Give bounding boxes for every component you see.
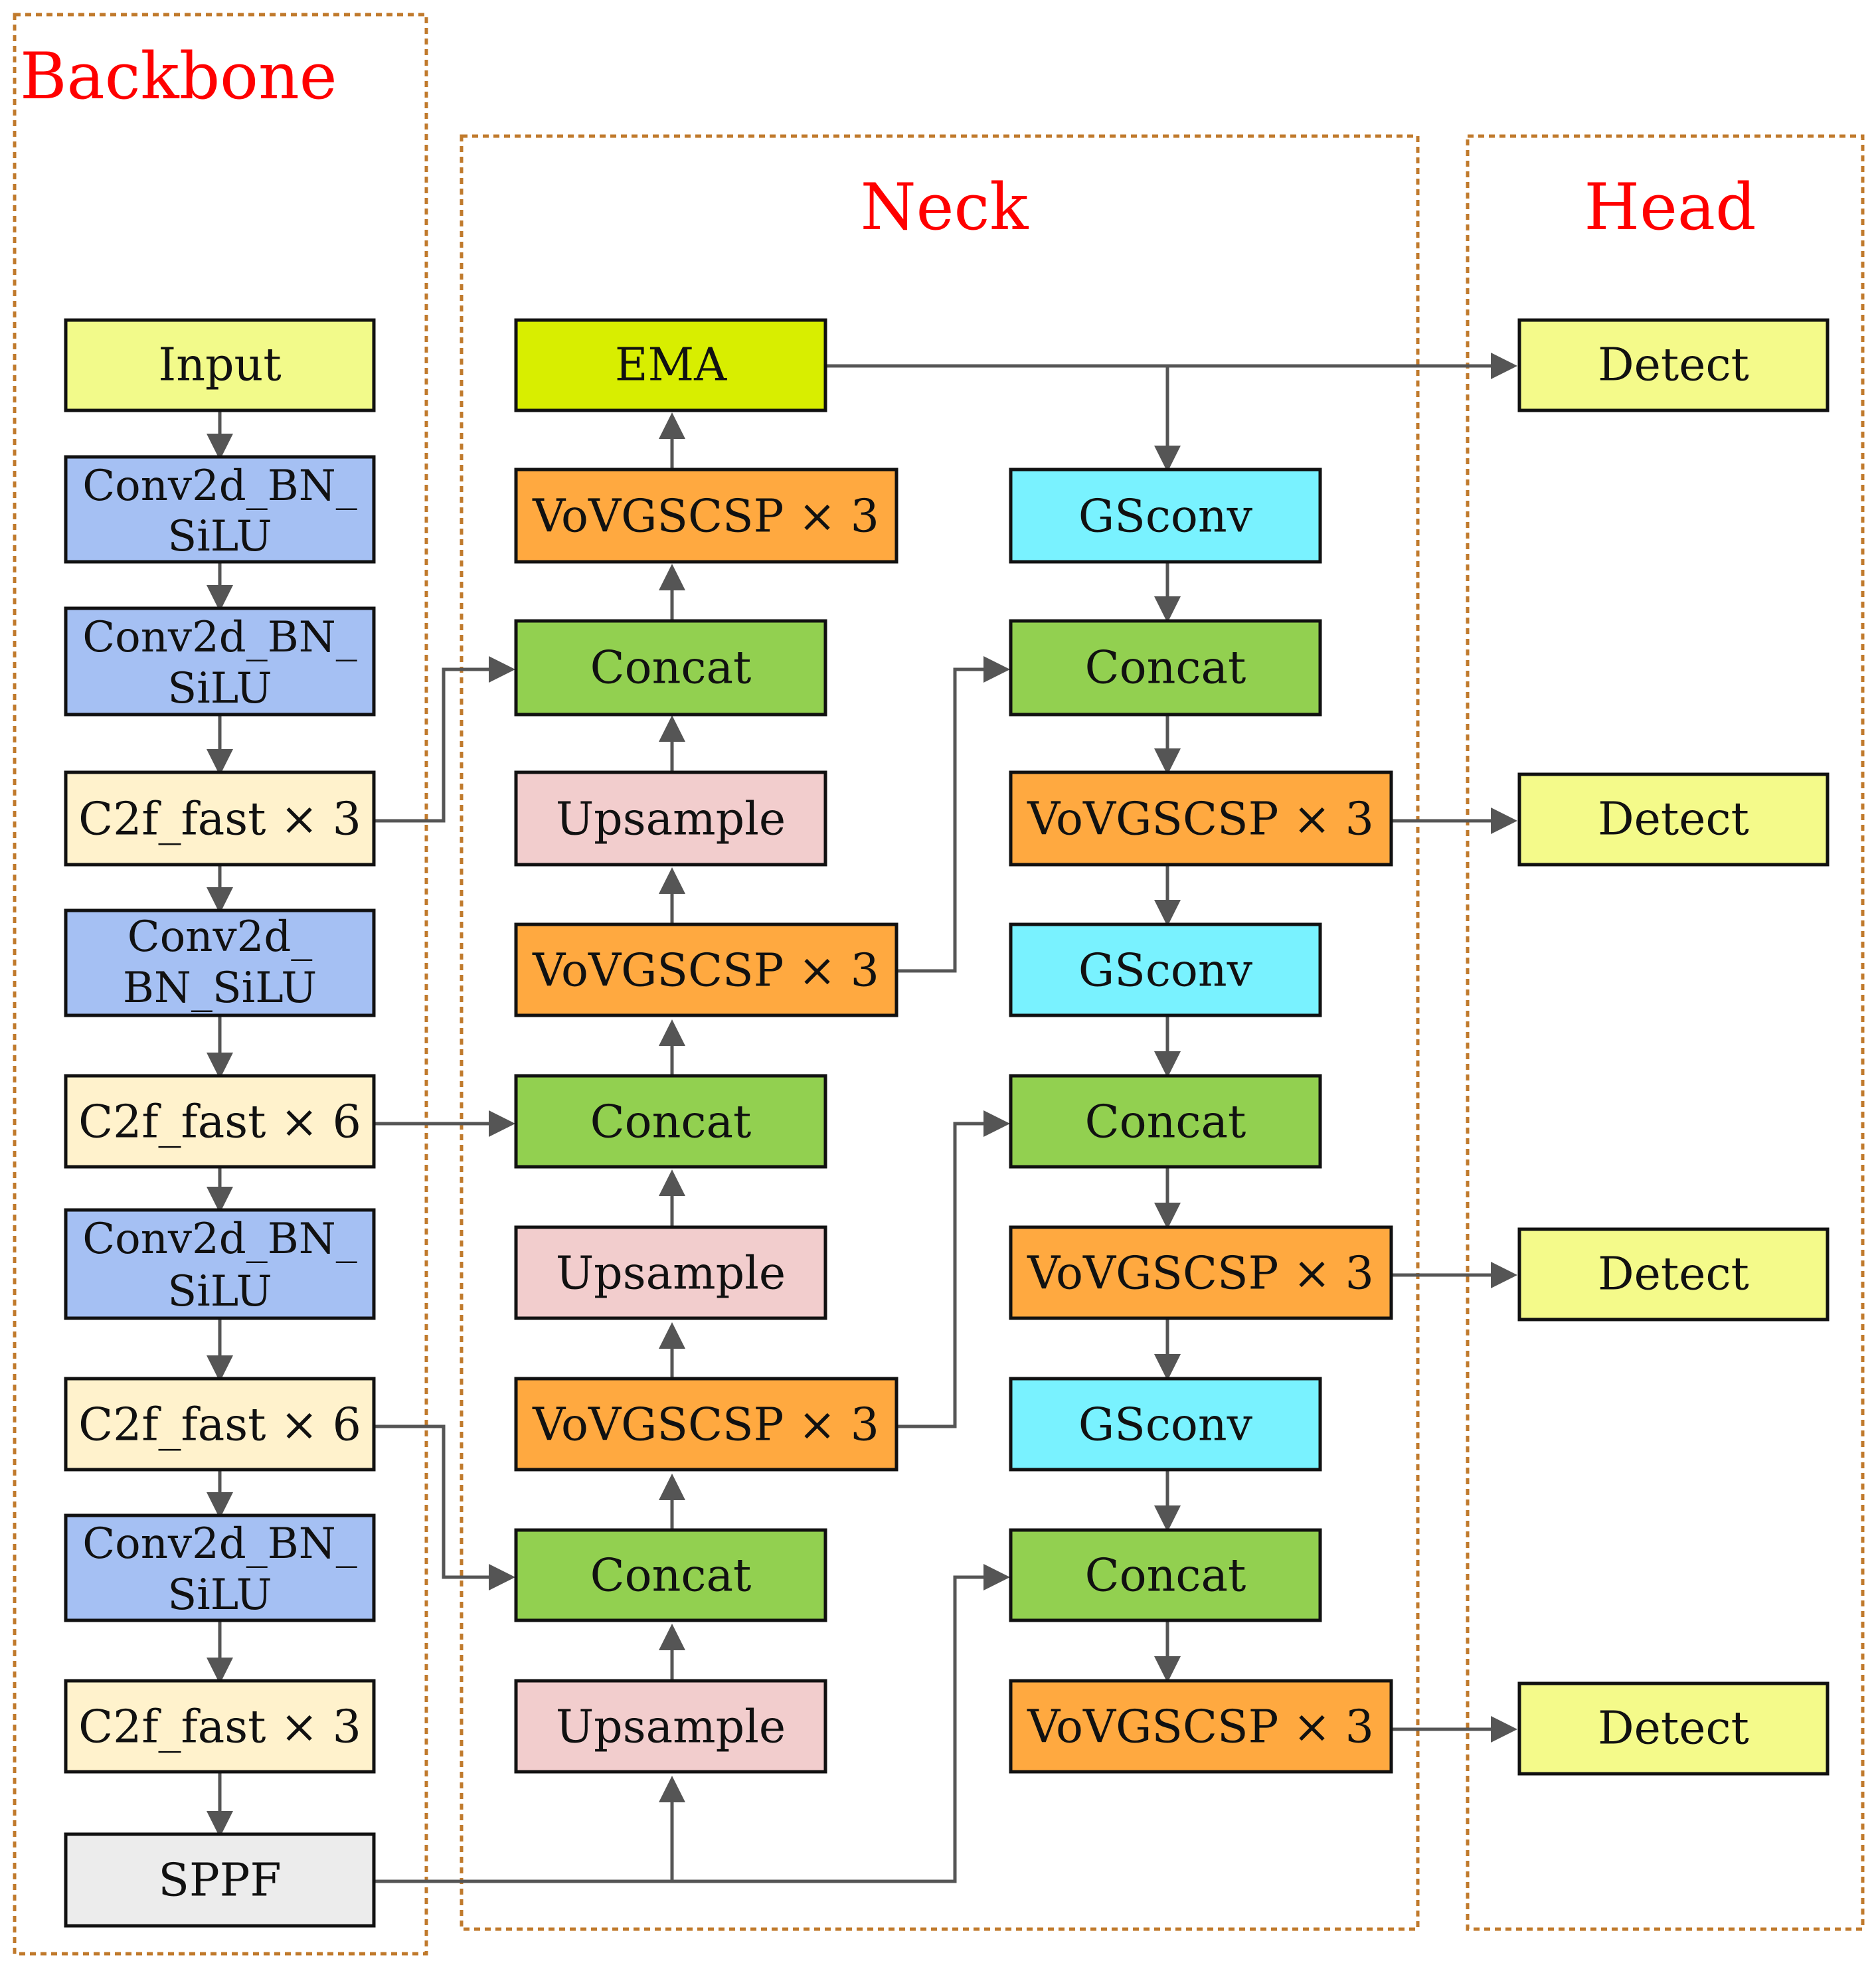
head-title: Head [1584, 170, 1756, 244]
ema-block: EMA [514, 318, 827, 412]
gsconv-block-2: GSconv [1009, 922, 1322, 1017]
concat-block-right-3: Concat [1009, 1528, 1322, 1622]
conv2d-bn-silu-block-5: Conv2d_BN_ SiLU [64, 1513, 376, 1622]
gsconv-1-label: GSconv [1078, 491, 1253, 543]
concat-block-right-2: Concat [1009, 1074, 1322, 1169]
detect-block-4: Detect [1517, 1681, 1830, 1776]
vovgscsp-block-right-2: VoVGSCSP × 3 [1009, 1225, 1393, 1320]
upsample-block-1: Upsample [514, 770, 827, 867]
detect-block-3: Detect [1517, 1227, 1830, 1322]
c2f-fast-block-2: C2f_fast × 6 [64, 1074, 376, 1169]
vovgscsp-block-left-3: VoVGSCSP × 3 [514, 1377, 898, 1472]
concat-right-1-label: Concat [1085, 642, 1246, 695]
gsconv-block-1: GSconv [1009, 468, 1322, 564]
vovgscsp-block-right-1: VoVGSCSP × 3 [1009, 770, 1393, 867]
conv-2-line-2: SiLU [167, 664, 272, 713]
c2f-3-label: C2f_fast × 6 [78, 1399, 361, 1452]
input-block: Input [64, 318, 376, 412]
conv-1-line-2: SiLU [167, 512, 272, 561]
c2f-fast-block-3: C2f_fast × 6 [64, 1377, 376, 1472]
neck-title: Neck [861, 170, 1029, 244]
c2f-2-label: C2f_fast × 6 [78, 1096, 361, 1149]
conv2d-bn-silu-block-4: Conv2d_BN_ SiLU [64, 1208, 376, 1320]
conv-2-line-1: Conv2d_BN_ [82, 613, 357, 662]
conv2d-bn-silu-block-1: Conv2d_BN_ SiLU [64, 455, 376, 564]
conv-4-line-2: SiLU [167, 1267, 272, 1316]
vov-left-3-label: VoVGSCSP × 3 [532, 1399, 879, 1452]
neck-frame [460, 134, 1420, 1931]
c2f-fast-block-1: C2f_fast × 3 [64, 770, 376, 867]
upsample-block-3: Upsample [514, 1679, 827, 1774]
gsconv-block-3: GSconv [1009, 1377, 1322, 1472]
c2f-1-label: C2f_fast × 3 [78, 794, 361, 846]
concat-left-1-label: Concat [590, 642, 752, 695]
detect-4-label: Detect [1598, 1703, 1749, 1755]
upsample-3-label: Upsample [556, 1701, 786, 1754]
vov-right-1-label: VoVGSCSP × 3 [1027, 794, 1374, 846]
vov-right-3-label: VoVGSCSP × 3 [1027, 1701, 1374, 1754]
concat-left-2-label: Concat [590, 1096, 752, 1149]
concat-block-left-2: Concat [514, 1074, 827, 1169]
concat-block-right-1: Concat [1009, 619, 1322, 717]
backbone-frame [13, 13, 428, 1956]
vovgscsp-block-right-3: VoVGSCSP × 3 [1009, 1679, 1393, 1774]
conv-5-line-1: Conv2d_BN_ [82, 1519, 357, 1569]
concat-right-3-label: Concat [1085, 1550, 1246, 1602]
concat-left-3-label: Concat [590, 1550, 752, 1602]
concat-block-left-1: Concat [514, 619, 827, 717]
input-label: Input [158, 339, 281, 392]
ema-label: EMA [615, 339, 727, 392]
sppf-block: SPPF [64, 1832, 376, 1928]
detect-block-2: Detect [1517, 772, 1830, 867]
connectors [207, 353, 1517, 1883]
conv2d-bn-silu-block-3: Conv2d_ BN_SiLU [64, 908, 376, 1017]
concat-right-2-label: Concat [1085, 1096, 1246, 1149]
upsample-1-label: Upsample [556, 794, 786, 846]
gsconv-3-label: GSconv [1078, 1399, 1253, 1452]
conv2d-bn-silu-block-2: Conv2d_BN_ SiLU [64, 606, 376, 717]
upsample-2-label: Upsample [556, 1248, 786, 1300]
conv-3-line-1: Conv2d_ [128, 912, 313, 962]
conv-3-line-2: BN_SiLU [123, 964, 317, 1013]
head-frame [1466, 134, 1865, 1931]
backbone-title: Backbone [20, 39, 337, 114]
gsconv-2-label: GSconv [1078, 945, 1253, 997]
concat-block-left-3: Concat [514, 1528, 827, 1622]
vov-left-2-label: VoVGSCSP × 3 [532, 945, 879, 997]
detect-3-label: Detect [1598, 1248, 1749, 1301]
detect-2-label: Detect [1598, 794, 1749, 846]
vov-left-1-label: VoVGSCSP × 3 [532, 491, 879, 543]
conv-5-line-2: SiLU [167, 1571, 272, 1620]
vovgscsp-block-left-1: VoVGSCSP × 3 [514, 468, 898, 564]
conv-1-line-1: Conv2d_BN_ [82, 462, 357, 511]
detect-block-1: Detect [1517, 318, 1830, 412]
sppf-label: SPPF [158, 1855, 281, 1907]
upsample-block-2: Upsample [514, 1225, 827, 1320]
vov-right-2-label: VoVGSCSP × 3 [1027, 1248, 1374, 1300]
c2f-fast-block-4: C2f_fast × 3 [64, 1679, 376, 1774]
c2f-4-label: C2f_fast × 3 [78, 1701, 361, 1754]
detect-1-label: Detect [1598, 339, 1749, 392]
conv-4-line-1: Conv2d_BN_ [82, 1215, 357, 1264]
vovgscsp-block-left-2: VoVGSCSP × 3 [514, 922, 898, 1017]
